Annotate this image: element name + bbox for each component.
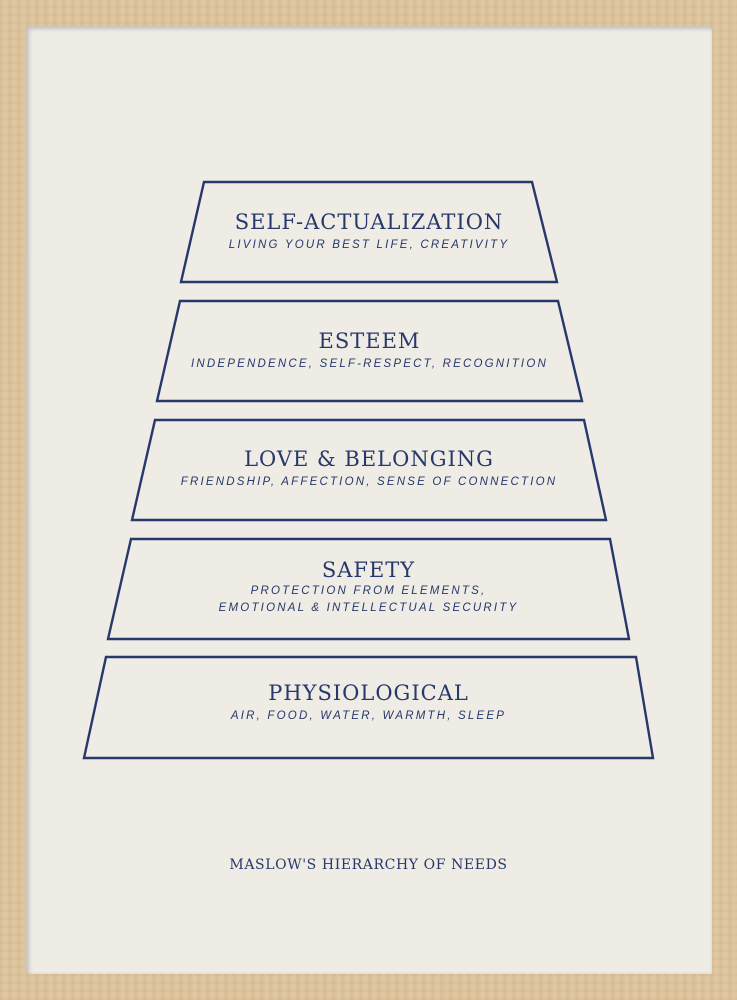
level-title: ESTEEM: [318, 329, 421, 353]
level-physiological: PHYSIOLOGICAL Air, food, water, warmth, …: [84, 680, 653, 725]
level-title: LOVE & BELONGING: [244, 447, 494, 471]
level-title: PHYSIOLOGICAL: [268, 681, 469, 705]
level-description-line-2: emotional & intellectual security: [218, 602, 519, 614]
level-description-line-1: Protection from elements,: [250, 585, 487, 597]
level-description: Friendship, affection, sense of connecti…: [180, 476, 558, 488]
level-description: Living your best life, creativity: [228, 239, 510, 251]
poster-paper: [26, 26, 712, 974]
poster-caption: MASLOW'S HIERARCHY OF NEEDS: [229, 857, 508, 873]
level-shape-safety: [106, 537, 631, 641]
level-description: Air, food, water, warmth, sleep: [230, 710, 507, 722]
level-love-belonging: LOVE & BELONGING Friendship, affection, …: [132, 446, 606, 491]
level-shape-physiological: [82, 655, 655, 760]
level-description: Independence, self-respect, recognition: [191, 358, 548, 370]
level-self-actualization: SELF-ACTUALIZATION Living your best life…: [181, 209, 557, 254]
level-title: SAFETY: [321, 558, 416, 582]
level-shape-love-belonging: [130, 418, 608, 522]
level-shape-self-actualization: [179, 180, 559, 284]
level-safety: SAFETY Protection from elements, emotion…: [108, 557, 629, 617]
level-title: SELF-ACTUALIZATION: [234, 210, 504, 234]
level-shape-esteem: [155, 299, 584, 403]
level-esteem: ESTEEM Independence, self-respect, recog…: [157, 328, 582, 373]
